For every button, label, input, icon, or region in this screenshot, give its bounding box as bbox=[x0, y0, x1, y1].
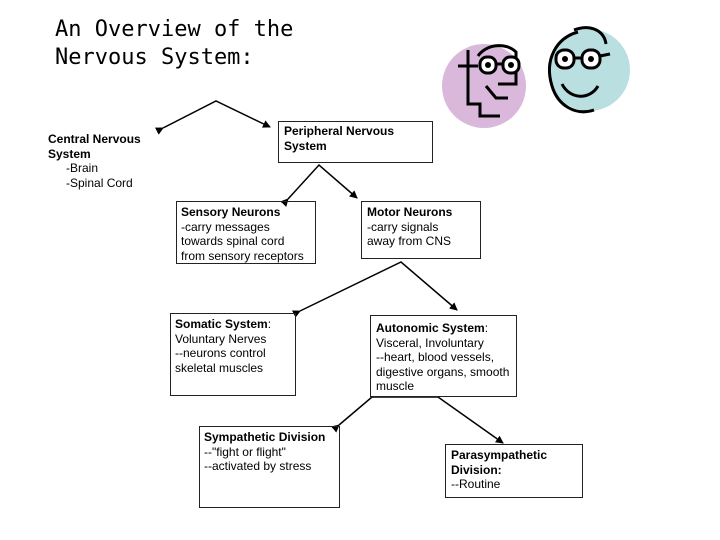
sympathetic-line: --"fight or flight" bbox=[204, 444, 286, 459]
arrow-pns-split bbox=[280, 163, 358, 207]
motor-line: away from CNS bbox=[367, 234, 452, 248]
autonomic-line: digestive organs, smooth bbox=[376, 364, 510, 379]
arrow-motor-split bbox=[291, 261, 458, 318]
cns-item-brain: -Brain bbox=[66, 161, 99, 175]
sensory-neurons-box: Sensory Neurons -carry messages towards … bbox=[176, 201, 316, 264]
cns-box: Central Nervous System -Brain -Spinal Co… bbox=[48, 132, 173, 190]
somatic-system-box: Somatic System: Voluntary Nerves --neuro… bbox=[170, 313, 296, 396]
somatic-line: --neurons control bbox=[175, 346, 266, 360]
sensory-heading: Sensory Neurons bbox=[181, 205, 281, 219]
pns-heading-line-1: Peripheral Nervous bbox=[284, 124, 395, 138]
parasympathetic-heading-line-1: Parasympathetic bbox=[451, 448, 548, 462]
somatic-colon: : bbox=[267, 317, 272, 331]
page-title: An Overview of the Nervous System: bbox=[55, 16, 293, 72]
motor-heading: Motor Neurons bbox=[367, 205, 453, 219]
autonomic-colon: : bbox=[484, 321, 489, 335]
somatic-heading: Somatic System bbox=[175, 317, 268, 331]
pns-box: Peripheral Nervous System bbox=[278, 121, 433, 163]
sympathetic-division-box: Sympathetic Division --"fight or flight"… bbox=[199, 426, 340, 508]
arrow-cns-pns bbox=[154, 100, 271, 135]
parasympathetic-division-box: Parasympathetic Division: --Routine bbox=[445, 444, 583, 498]
motor-neurons-box: Motor Neurons -carry signals away from C… bbox=[361, 201, 481, 259]
arrow-autonomic-split bbox=[331, 396, 504, 444]
somatic-line: skeletal muscles bbox=[175, 360, 264, 375]
autonomic-heading: Autonomic System bbox=[376, 321, 485, 335]
autonomic-line: --heart, blood vessels, bbox=[376, 350, 495, 364]
somatic-line: Voluntary Nerves bbox=[175, 331, 267, 346]
autonomic-line: muscle bbox=[376, 379, 415, 393]
autonomic-heading-row: Autonomic System: bbox=[376, 321, 516, 336]
cns-heading-line-2: System bbox=[48, 146, 91, 161]
cns-heading-line-1: Central Nervous bbox=[48, 132, 141, 146]
title-line-2: Nervous System: bbox=[55, 45, 254, 70]
somatic-heading-row: Somatic System: bbox=[175, 317, 295, 332]
pns-heading-line-2: System bbox=[284, 138, 327, 153]
sensory-line: -carry messages bbox=[181, 219, 270, 234]
parasympathetic-line: --Routine bbox=[451, 477, 501, 491]
sympathetic-line: --activated by stress bbox=[204, 459, 312, 473]
title-line-1: An Overview of the bbox=[55, 17, 294, 42]
sensory-line: from sensory receptors bbox=[181, 248, 304, 263]
sympathetic-heading: Sympathetic Division bbox=[204, 430, 326, 444]
sensory-line: towards spinal cord bbox=[181, 234, 285, 248]
autonomic-system-box: Autonomic System: Visceral, Involuntary … bbox=[370, 315, 517, 397]
cns-item-spinal-cord: -Spinal Cord bbox=[66, 175, 133, 190]
two-faces-icon bbox=[442, 26, 630, 128]
motor-line: -carry signals bbox=[367, 219, 439, 234]
parasympathetic-heading-line-2: Division: bbox=[451, 462, 502, 477]
autonomic-line: Visceral, Involuntary bbox=[376, 335, 484, 350]
